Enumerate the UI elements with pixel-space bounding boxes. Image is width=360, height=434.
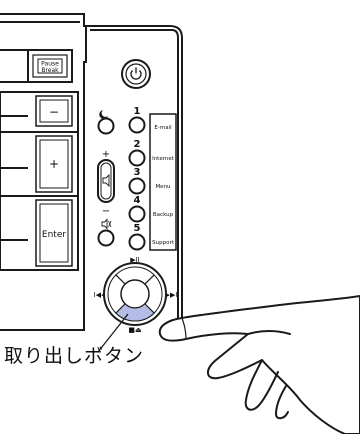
power-icon [130,70,142,80]
minus-key-label: − [49,105,59,119]
sleep-button[interactable] [97,110,115,135]
support-button-4[interactable]: 4 [128,195,146,223]
support-button-1[interactable]: 1 [128,106,146,134]
eject-label: ■⏏ [128,326,141,334]
enter-key-label: Enter [42,230,66,240]
plus-key-label: + [49,157,59,171]
internet-label: Internet [152,156,175,162]
hand-illustration [158,295,360,434]
next-label: ▶▶I [165,291,178,299]
break-label: Break [41,67,59,74]
email-label: E-mail [154,125,172,131]
support-button-5[interactable]: 5 [128,223,146,251]
power-button[interactable] [121,59,151,89]
backup-label: Backup [153,212,174,218]
prev-label: I◀◀ [94,291,107,299]
play-pause-label: ▶II [130,256,140,264]
support-button-number: 5 [134,223,141,234]
enter-key[interactable]: Enter [35,199,73,267]
callout-leader [97,313,129,353]
minus-key[interactable]: − [35,95,73,127]
support-button-2[interactable]: 2 [128,139,146,167]
volume-up-label: + [102,149,110,160]
support-button-number: 2 [134,139,141,150]
support-button-number: 4 [134,195,141,206]
mute-button[interactable] [97,218,115,247]
plus-key[interactable]: + [35,135,73,193]
mute-icon [101,218,108,230]
pause-label: Pause [41,61,59,68]
pause-break-key[interactable]: Pause Break [27,49,73,83]
support-label: Support [152,240,175,246]
support-button-number: 1 [134,106,141,117]
support-button-3[interactable]: 3 [128,167,146,195]
label-plate: E-mail Internet Menu Backup Support [149,113,177,251]
volume-rocker[interactable]: + − [97,149,115,217]
callout-label: 取り出しボタン [4,345,145,367]
speaker-icon [102,173,110,188]
volume-down-label: − [102,206,110,217]
moon-icon [99,110,108,119]
chassis-outline [0,13,183,331]
menu-label: Menu [155,184,170,190]
support-button-number: 3 [134,167,141,178]
